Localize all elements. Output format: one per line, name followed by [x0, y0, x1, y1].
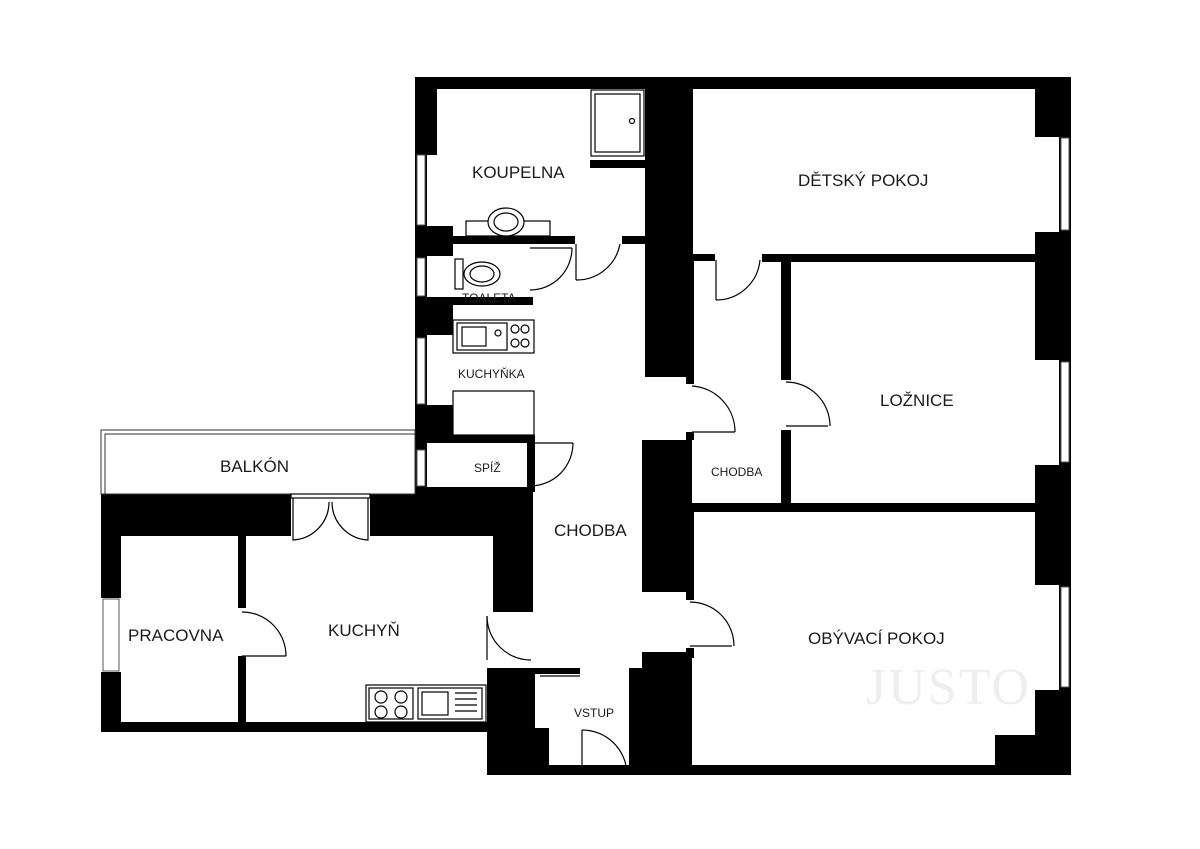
washbasin [465, 207, 551, 237]
room-label-balkon: BALKÓN [220, 457, 289, 476]
room-label-chodba-small: CHODBA [711, 465, 762, 479]
windows [102, 137, 1070, 688]
fixtures [365, 89, 645, 723]
room-label-toaleta: TOALETA [462, 291, 516, 305]
room-label-loznice: LOŽNICE [880, 391, 954, 410]
room-label-kuchynka: KUCHYŇKA [458, 366, 525, 381]
room-label-obyvaci-pokoj: OBÝVACÍ POKOJ [808, 629, 945, 648]
room-label-vstup: VSTUP [574, 706, 614, 720]
toilet [454, 258, 501, 290]
kitchen-counter [365, 684, 487, 723]
room-label-chodba-main: CHODBA [554, 521, 627, 540]
shower-tray [590, 89, 645, 157]
room-label-koupelna: KOUPELNA [472, 163, 565, 182]
room-label-kuchyn: KUCHYŇ [328, 621, 400, 640]
watermark-text: JUSTO [866, 659, 1031, 716]
kitchenette-cabinet [452, 390, 535, 436]
room-labels: KOUPELNA DĚTSKÝ POKOJ TOALETA KUCHYŇKA L… [128, 163, 954, 720]
room-label-pracovna: PRACOVNA [128, 626, 224, 645]
doors [241, 243, 831, 774]
kitchenette-counter [452, 319, 535, 354]
room-label-detsky-pokoj: DĚTSKÝ POKOJ [798, 171, 928, 190]
room-label-spiz: SPÍŽ [474, 460, 501, 475]
balcony [100, 429, 416, 495]
